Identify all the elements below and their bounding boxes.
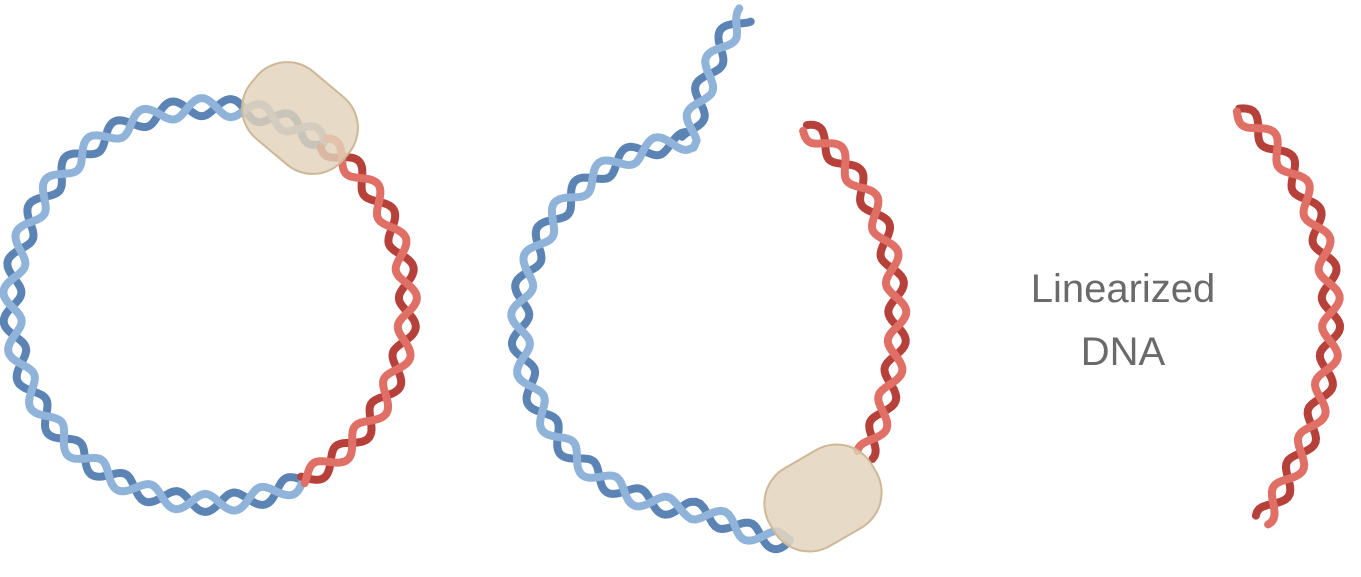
restriction-enzyme [226,46,374,191]
blue-segment-strand-front [511,8,790,540]
circular-plasmid [3,46,417,512]
blue-segment-strand-back [512,22,790,550]
blue-segment-strand-front [3,98,324,510]
label-dna: DNA [1081,330,1166,374]
red-segment-strand-back [301,147,416,480]
label-linearized: Linearized [1031,267,1216,311]
plasmid-being-cut [511,8,906,566]
linearized-dna-strand [1237,108,1340,524]
blue-segment-strand-back [4,99,323,512]
